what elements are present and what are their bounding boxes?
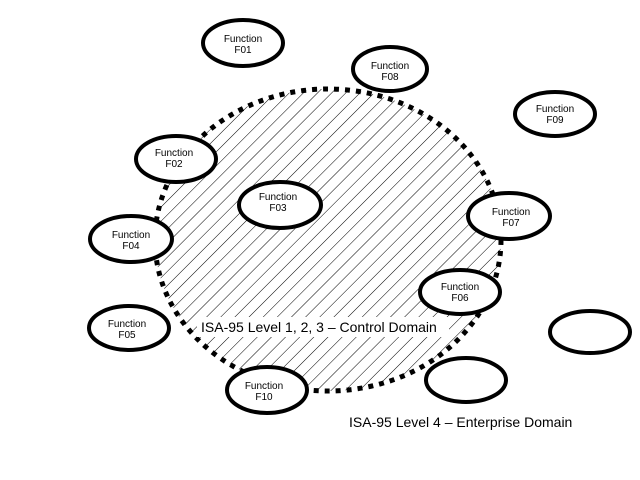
function-node-id: F09 (546, 115, 564, 126)
function-node-label: Function (245, 381, 283, 392)
function-node-label: Function (371, 61, 409, 72)
function-node-label: Function (108, 319, 146, 330)
function-node-id: F01 (234, 45, 252, 56)
function-node-id: F03 (269, 203, 287, 214)
control-domain-region (152, 86, 504, 394)
function-node-id: F10 (255, 392, 273, 403)
function-node-f03: Function F03 (237, 180, 323, 230)
function-node-id: F08 (381, 72, 399, 83)
function-node-id: F06 (451, 293, 469, 304)
function-node-label: Function (441, 282, 479, 293)
function-node-label: Function (224, 34, 262, 45)
function-node-f02: Function F02 (134, 134, 218, 184)
function-node-label: Function (536, 104, 574, 115)
function-node-label: Function (112, 230, 150, 241)
function-node-f08: Function F08 (351, 45, 429, 93)
function-node-f09: Function F09 (513, 90, 597, 138)
empty-function-node-1 (548, 309, 632, 355)
enterprise-domain-label: ISA-95 Level 4 – Enterprise Domain (349, 414, 572, 430)
control-domain-label: ISA-95 Level 1, 2, 3 – Control Domain (201, 319, 437, 335)
function-node-f05: Function F05 (87, 304, 171, 352)
function-node-id: F04 (122, 241, 140, 252)
function-node-id: F07 (502, 218, 520, 229)
control-domain-label-background (197, 317, 449, 337)
empty-function-node-2 (424, 356, 508, 404)
function-node-label: Function (155, 148, 193, 159)
function-node-label: Function (492, 207, 530, 218)
function-node-f06: Function F06 (418, 268, 502, 316)
function-node-label: Function (259, 192, 297, 203)
function-node-f07: Function F07 (466, 191, 552, 241)
function-node-f04: Function F04 (88, 214, 174, 264)
function-node-id: F02 (165, 159, 183, 170)
function-node-f01: Function F01 (201, 18, 285, 68)
function-node-id: F05 (118, 330, 136, 341)
function-node-f10: Function F10 (225, 365, 309, 415)
